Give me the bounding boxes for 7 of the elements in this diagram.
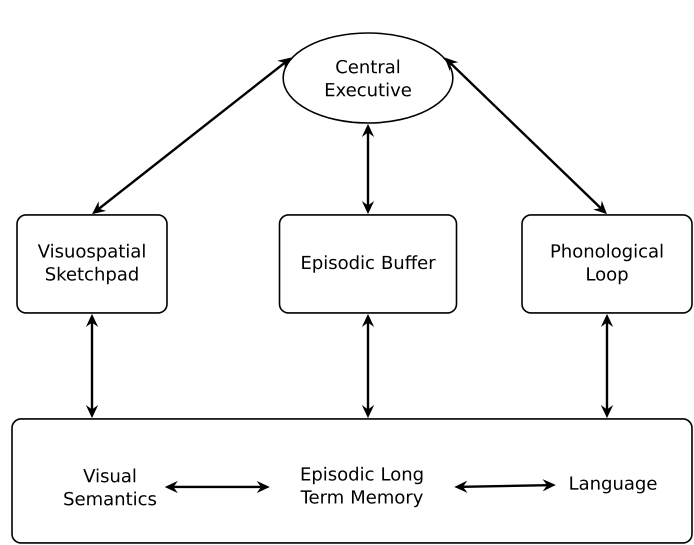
memory-label: Language xyxy=(570,476,656,494)
process-box: Visuospatial Sketchpad xyxy=(16,214,168,314)
memory-label: Episodic Long Term Memory xyxy=(300,466,423,508)
process-box: Phonological Loop xyxy=(521,214,693,314)
memory-label: Visual Semantics xyxy=(64,468,156,506)
memory-store-box xyxy=(11,418,693,544)
process-box: Episodic Buffer xyxy=(278,214,458,314)
